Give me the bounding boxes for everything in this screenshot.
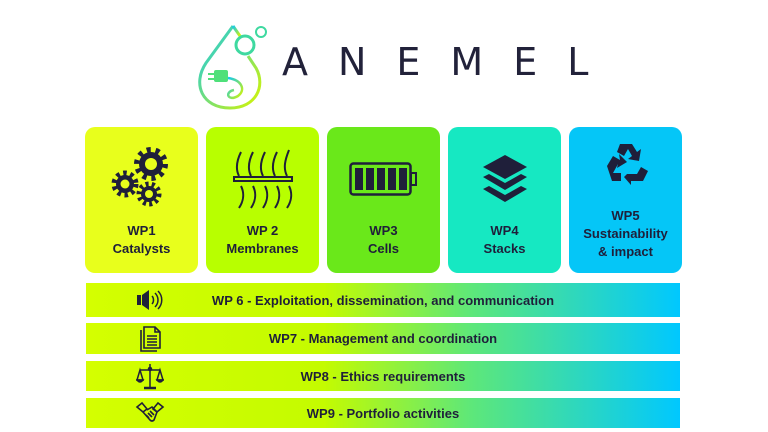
membrane-icon xyxy=(232,149,293,209)
bar-label: WP9 - Portfolio activities xyxy=(306,405,460,421)
card-id: WP3 xyxy=(369,223,398,238)
card-id: WP4 xyxy=(490,223,519,238)
card-name: Cells xyxy=(367,241,400,256)
card-name: Sustainability xyxy=(583,226,668,241)
bar-wp7: WP7 - Management and coordination xyxy=(86,323,680,354)
card-name-line2: & impact xyxy=(598,244,653,259)
layers-icon xyxy=(482,154,527,202)
card-id: WP1 xyxy=(127,223,156,238)
drop-plug-logo-icon xyxy=(198,25,267,110)
bar-label: WP8 - Ethics requirements xyxy=(300,368,466,384)
card-name: Stacks xyxy=(483,241,526,256)
bar-wp8: WP8 - Ethics requirements xyxy=(86,361,680,391)
logo-wordmark: ANEMEL xyxy=(282,40,619,84)
bar-wp9: WP9 - Portfolio activities xyxy=(86,398,680,428)
scales-icon xyxy=(136,364,164,390)
card-name: Membranes xyxy=(226,241,299,256)
speaker-icon xyxy=(137,290,163,310)
document-icon xyxy=(140,325,161,352)
bar-label: WP7 - Management and coordination xyxy=(268,331,498,346)
card-wp2: WP 2 Membranes xyxy=(206,127,319,273)
gears-icon xyxy=(111,146,168,206)
card-id: WP5 xyxy=(611,208,640,223)
card-id: WP 2 xyxy=(246,223,279,238)
card-name: Catalysts xyxy=(112,241,171,256)
handshake-icon xyxy=(135,401,165,422)
bar-label: WP 6 - Exploitation, dissemination, and … xyxy=(211,292,555,308)
bar-wp6: WP 6 - Exploitation, dissemination, and … xyxy=(86,283,680,317)
battery-icon xyxy=(348,161,417,196)
recycle-icon xyxy=(606,144,648,185)
